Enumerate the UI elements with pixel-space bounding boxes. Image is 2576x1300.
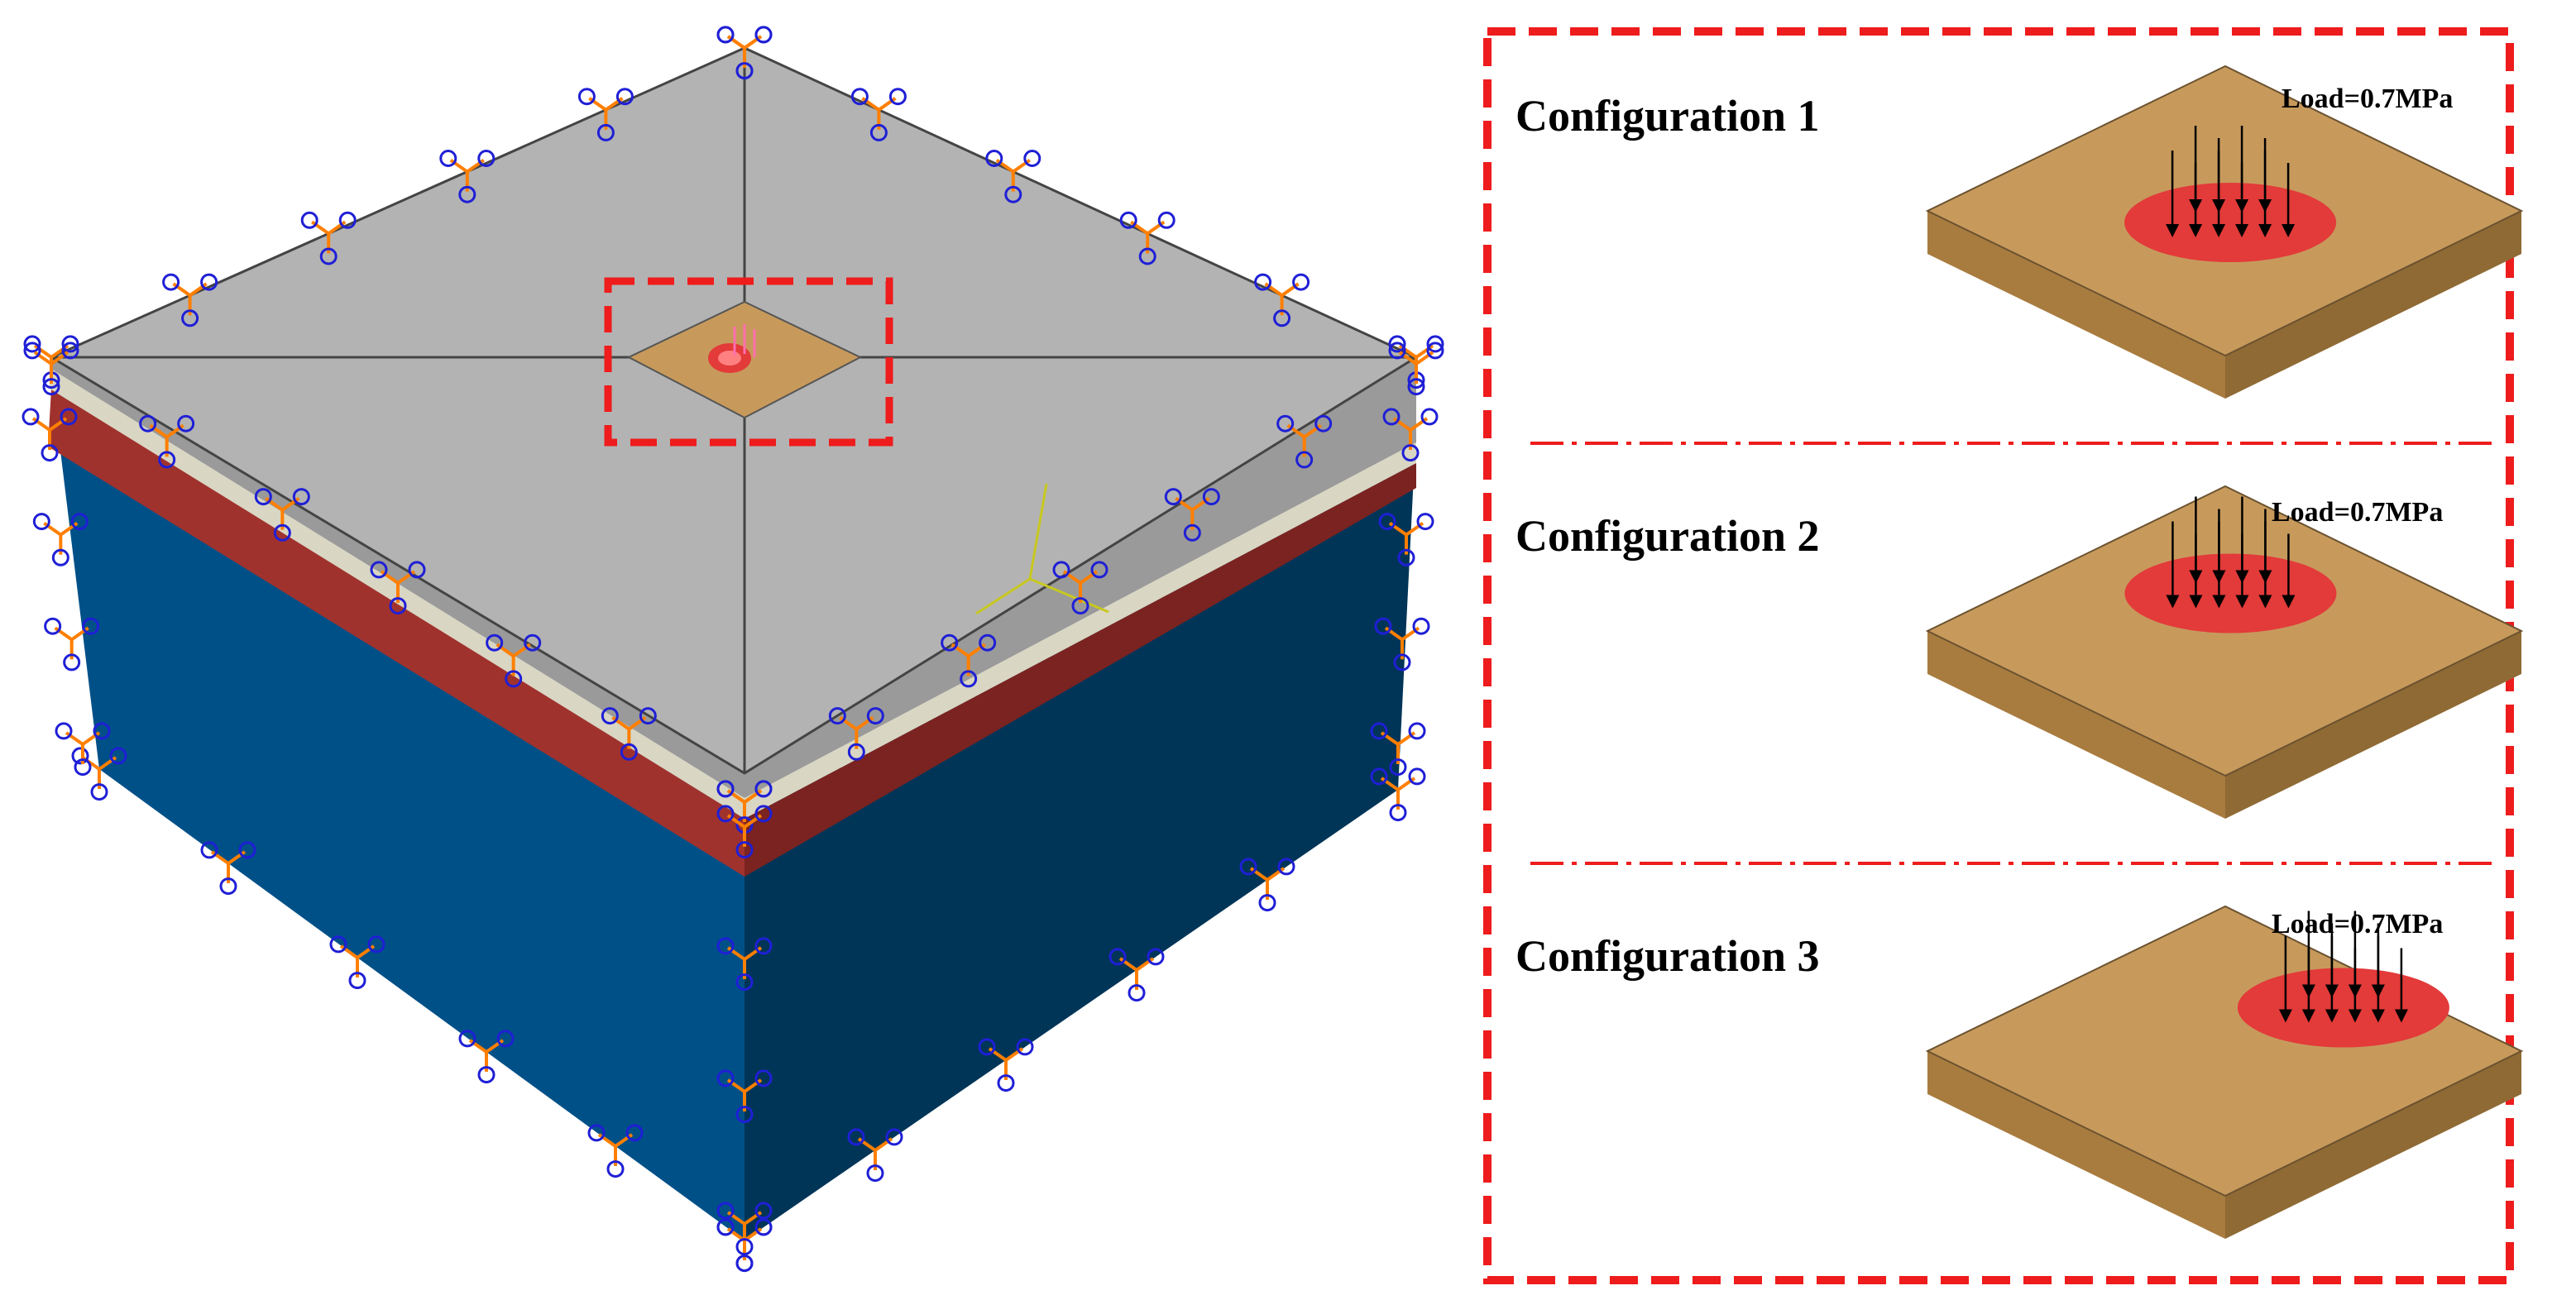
fixed-support-icon <box>55 722 111 777</box>
fixed-support-icon <box>716 937 773 992</box>
load-label: Load=0.7MPa <box>2272 497 2443 528</box>
fixed-support-icon <box>1378 513 1434 566</box>
configuration-row: Configuration 3 Load=0.7MPa <box>1515 905 2524 1239</box>
fixed-support-icon <box>200 841 256 896</box>
configuration-row: Configuration 2 Load=0.7MPa <box>1515 485 2524 819</box>
plate-side-face <box>2225 211 2521 399</box>
light-layer-right-face <box>745 442 1416 819</box>
fixed-support-icon <box>32 513 89 566</box>
gray-layer-right-face <box>745 356 1416 798</box>
plate-front-face <box>1927 1051 2225 1239</box>
load-label: Load=0.7MPa <box>2282 84 2453 114</box>
load-arrow-head <box>2235 224 2249 237</box>
load-arrow-head <box>2394 1009 2408 1023</box>
fixed-support-icon <box>828 707 884 761</box>
load-arrow-head <box>2278 1009 2292 1023</box>
fixed-support-icon <box>716 1202 773 1256</box>
boundary-condition-markers <box>22 26 1444 1273</box>
panel-dashed-border <box>1483 27 2514 1284</box>
fixed-support-icon <box>139 414 195 469</box>
red-layer-left-face <box>48 389 745 877</box>
load-circle <box>2124 553 2337 633</box>
fixed-support-icon <box>985 150 1041 203</box>
load-arrow-head <box>2301 1009 2315 1023</box>
fixed-support-icon <box>850 88 907 141</box>
load-arrows <box>2166 496 2296 609</box>
red-layer-right-face <box>745 463 1416 877</box>
fixed-support-icon <box>1164 488 1220 542</box>
fixed-support-icon <box>941 633 997 688</box>
fixed-support-icon <box>300 211 357 265</box>
fixed-support-icon <box>1254 273 1310 327</box>
load-arrow-head <box>2325 1009 2339 1023</box>
load-circle-inner <box>718 351 741 366</box>
fixed-support-icon <box>439 150 496 203</box>
fixed-support-icon <box>1052 561 1108 615</box>
fixed-support-icon <box>23 342 79 396</box>
load-arrow-head <box>2166 224 2180 237</box>
fixed-support-icon <box>486 633 542 688</box>
load-arrow-head <box>2348 1009 2362 1023</box>
load-arrow-head <box>2258 224 2272 237</box>
fixed-support-icon <box>162 273 218 327</box>
fixed-support-icon <box>329 935 385 990</box>
fixed-support-icon <box>716 805 773 859</box>
load-circle <box>2237 968 2449 1048</box>
fixed-support-icon <box>587 1124 644 1178</box>
load-circle <box>2124 183 2337 262</box>
axis-triad-icon <box>975 483 1109 615</box>
plate-side-face <box>2225 631 2521 819</box>
layered-block-model <box>22 26 1444 1273</box>
load-arrow-head <box>2166 595 2180 609</box>
load-arrows <box>2166 126 2296 237</box>
gray-layer-left-face <box>50 356 745 798</box>
configuration-title: Configuration 3 <box>1515 931 1820 981</box>
base-layer-right-face <box>745 459 1415 1240</box>
load-arrow-head <box>2282 224 2296 237</box>
plate-side-face <box>2225 1051 2521 1239</box>
plate-front-face <box>1927 211 2225 399</box>
fixed-support-icon <box>1119 211 1175 265</box>
fixed-support-icon <box>23 335 79 390</box>
fixed-support-icon <box>1108 948 1165 1002</box>
fixed-support-icon <box>577 88 634 141</box>
load-arrow-head <box>2189 595 2203 609</box>
configuration-row: Configuration 1 Load=0.7MPa <box>1515 65 2524 399</box>
load-arrow-head <box>2371 1009 2385 1023</box>
fixed-support-icon <box>716 26 773 80</box>
fixed-support-icon <box>978 1038 1034 1092</box>
fixed-support-icon <box>1370 767 1426 822</box>
configuration-title: Configuration 1 <box>1515 91 1820 141</box>
fixed-support-icon <box>1382 408 1439 462</box>
fixed-support-icon <box>601 707 657 761</box>
load-arrow-head <box>2212 224 2226 237</box>
fixed-support-icon <box>458 1030 515 1084</box>
load-area-highlight-box <box>604 277 893 447</box>
configuration-title: Configuration 2 <box>1515 511 1820 561</box>
load-arrow-head <box>2189 224 2203 237</box>
load-arrow-head <box>2235 595 2249 609</box>
plate-top-face <box>1925 905 2524 1197</box>
fixed-support-icon <box>847 1128 903 1183</box>
fixed-support-icon <box>370 561 426 615</box>
plate-front-face <box>1927 631 2225 819</box>
fixed-support-icon <box>22 408 78 462</box>
load-label: Load=0.7MPa <box>2272 909 2443 939</box>
fixed-support-icon <box>1374 617 1430 672</box>
load-arrows <box>2278 910 2408 1023</box>
fixed-support-icon <box>716 1069 773 1124</box>
base-layer-left-face <box>51 376 745 1240</box>
fixed-support-icon <box>44 617 100 672</box>
load-arrow-head <box>2282 595 2296 609</box>
fixed-support-icon <box>254 488 310 542</box>
load-arrow-head <box>2212 595 2226 609</box>
fixed-support-icon <box>1370 722 1426 777</box>
fixed-support-icon <box>1239 858 1295 912</box>
fixed-support-icon <box>1276 414 1333 469</box>
load-arrow-head <box>2258 595 2272 609</box>
fixed-support-icon <box>1388 342 1444 396</box>
